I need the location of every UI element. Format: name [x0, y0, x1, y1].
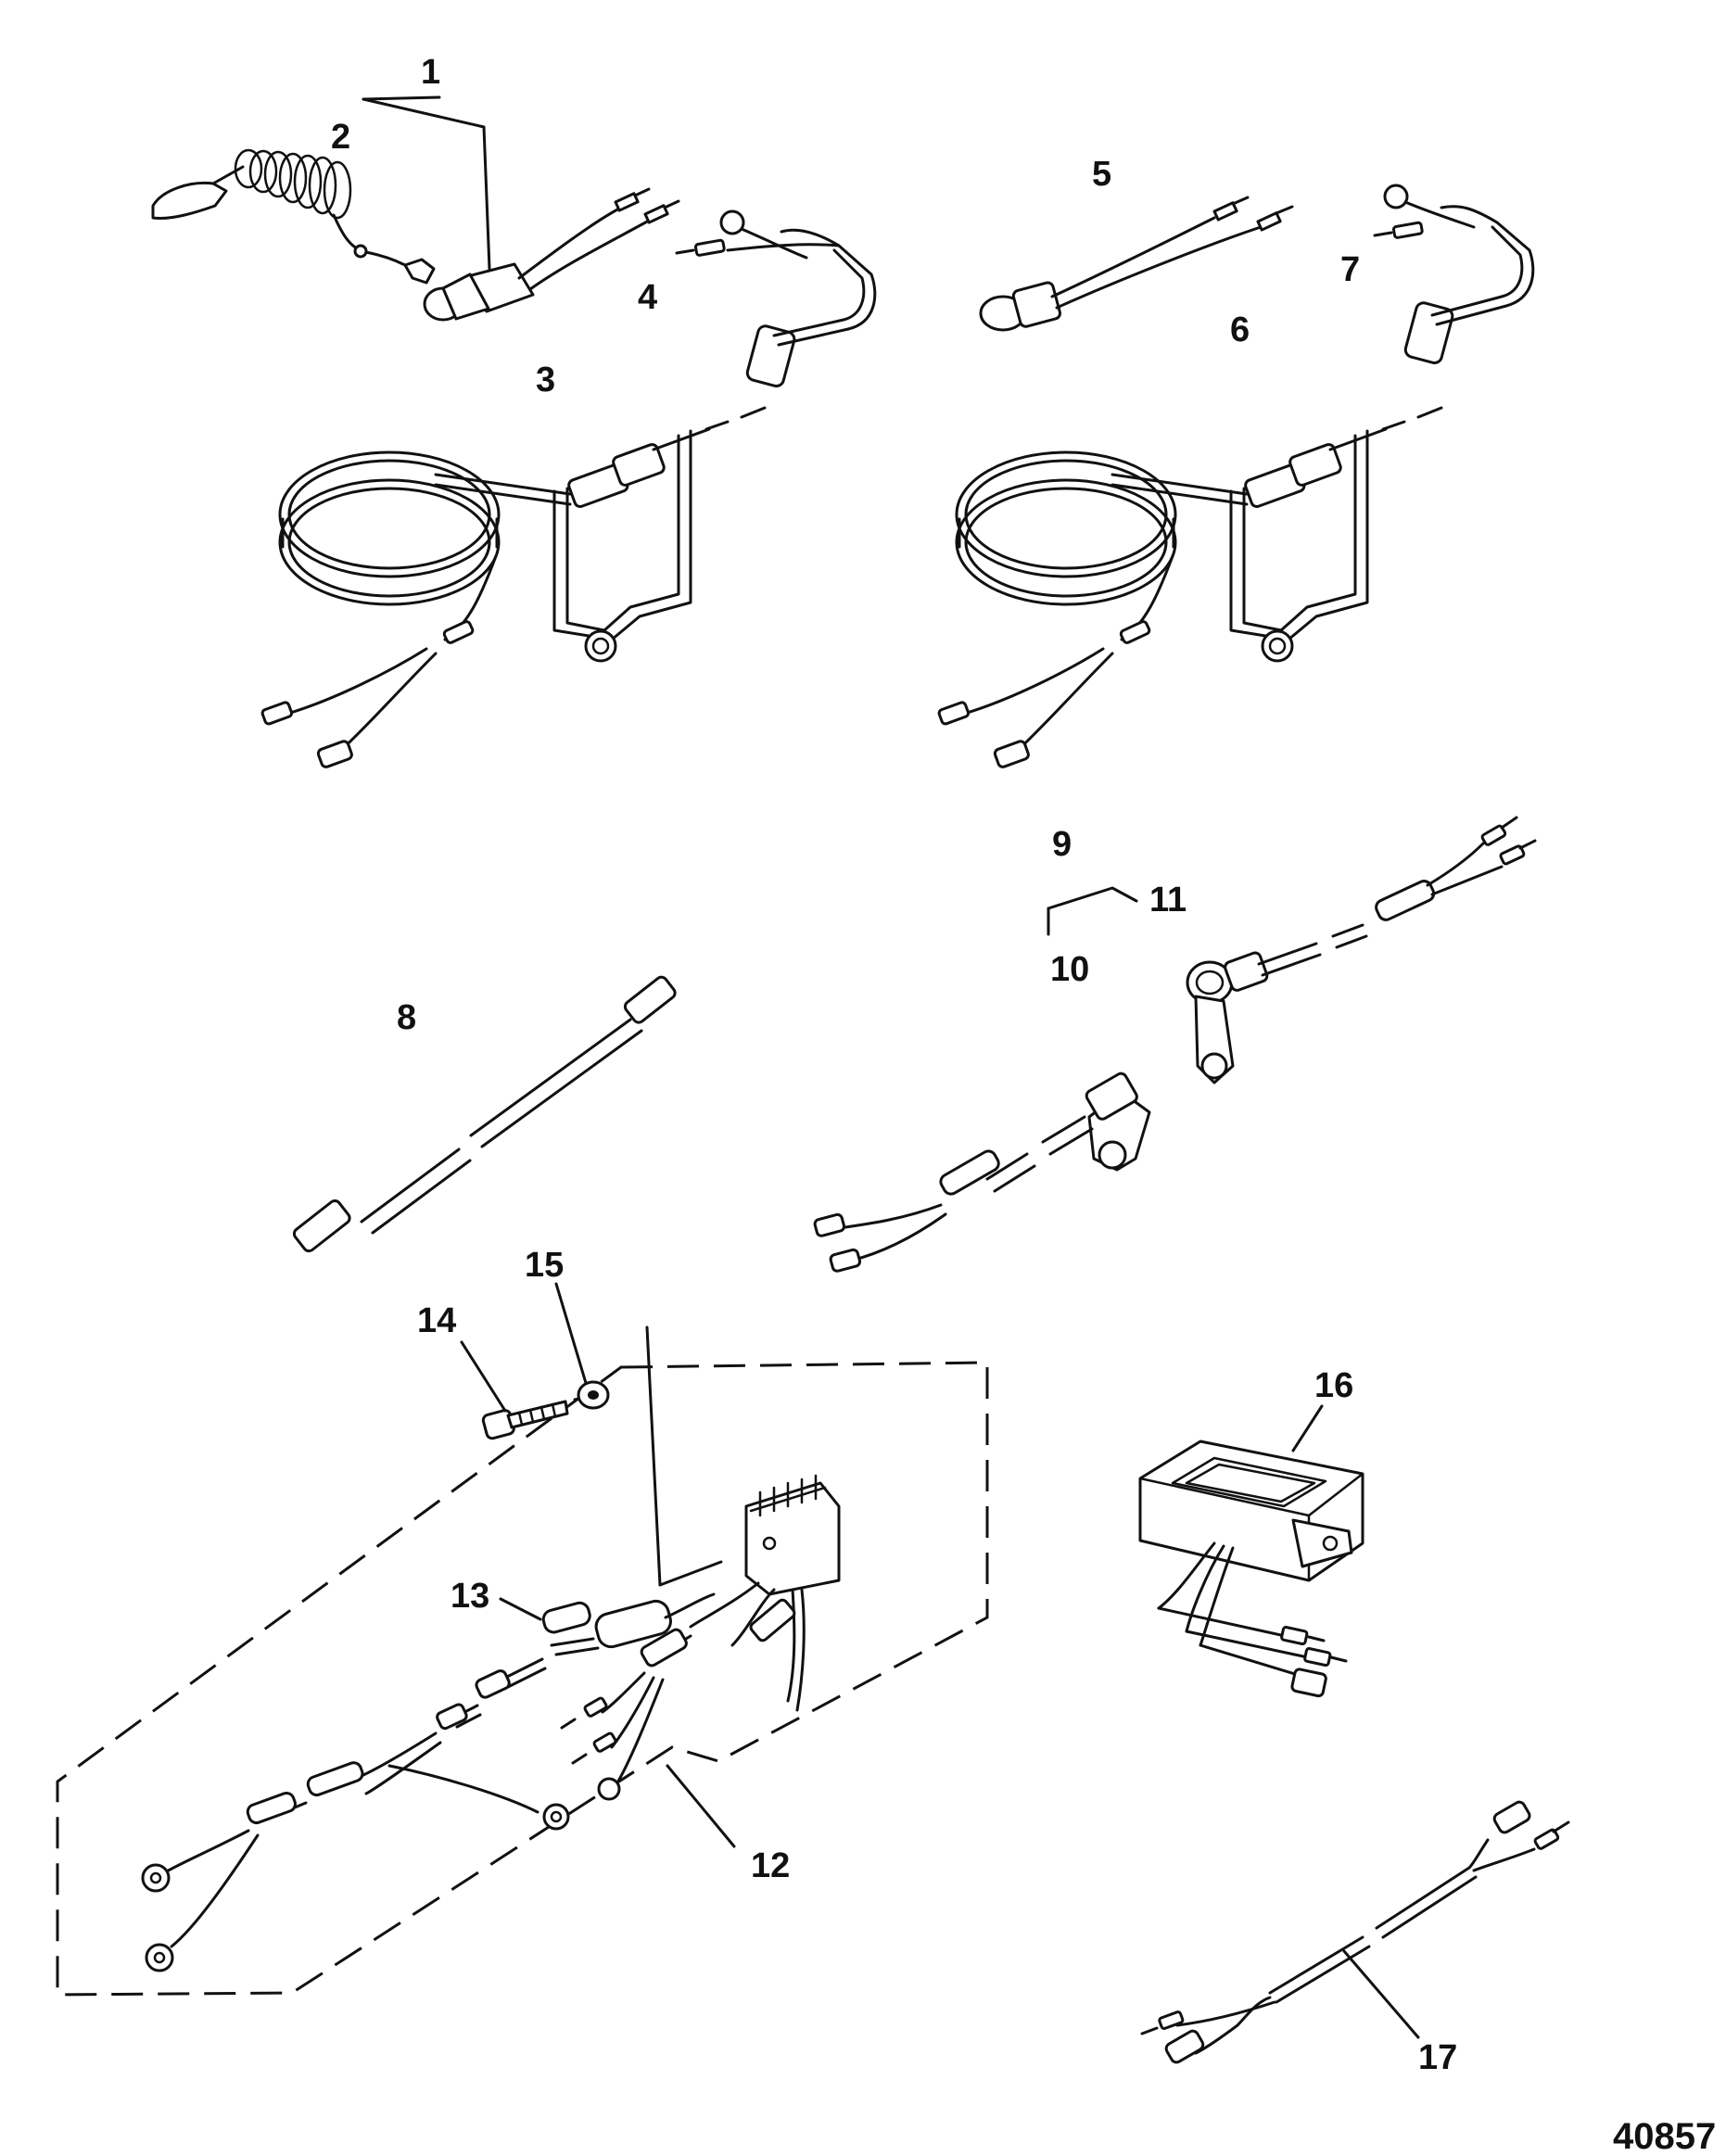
- callout-labels: 1 2 3 4 5 6 7 8 9 10 11 12 13 14 15 16 1…: [331, 53, 1457, 2077]
- callout-17: 17: [1418, 2038, 1457, 2077]
- callout-11: 11: [1149, 881, 1187, 919]
- callout-3: 3: [536, 361, 555, 399]
- callout-7: 7: [1340, 250, 1360, 289]
- callout-14: 14: [417, 1301, 456, 1340]
- callout-13: 13: [451, 1577, 489, 1616]
- callout-15: 15: [525, 1246, 564, 1285]
- callout-1: 1: [421, 53, 440, 92]
- screw-icon: [460, 1340, 591, 1440]
- callout-6: 6: [1230, 311, 1250, 349]
- harness-retainer-icon: [260, 406, 767, 768]
- lanyard-cord-icon: [234, 148, 407, 267]
- callout-10: 10: [1050, 950, 1089, 989]
- wiring-harness-kit-icon: [56, 1325, 989, 1997]
- grommet-icon: [1373, 184, 1535, 365]
- rectifier-module-icon: [1138, 1404, 1364, 1698]
- bracket-connector-icon: [1186, 816, 1537, 1084]
- grommet-icon: [675, 209, 877, 388]
- rectifier-module-icon: [744, 1474, 841, 1596]
- harness-retainer-icon: [937, 406, 1443, 768]
- callout-2: 2: [331, 118, 350, 157]
- callout-12: 12: [751, 1846, 790, 1885]
- callout-16: 16: [1314, 1366, 1353, 1405]
- connector-kit-icon: [1047, 886, 1138, 936]
- callout-9: 9: [1052, 825, 1072, 864]
- jumper-harness-icon: [1140, 1800, 1570, 2064]
- kill-switch-assembly-icon: [151, 95, 680, 322]
- extension-cable-icon: [292, 975, 677, 1253]
- bracket-connector-icon: [813, 1072, 1151, 1273]
- switch-lead-icon: [979, 196, 1294, 332]
- fuse-icon: [499, 1597, 591, 1634]
- figure-number: 40857: [1613, 2116, 1716, 2156]
- callout-4: 4: [638, 278, 657, 317]
- callout-8: 8: [397, 998, 416, 1037]
- callout-5: 5: [1092, 155, 1111, 194]
- washer-icon: [554, 1282, 610, 1410]
